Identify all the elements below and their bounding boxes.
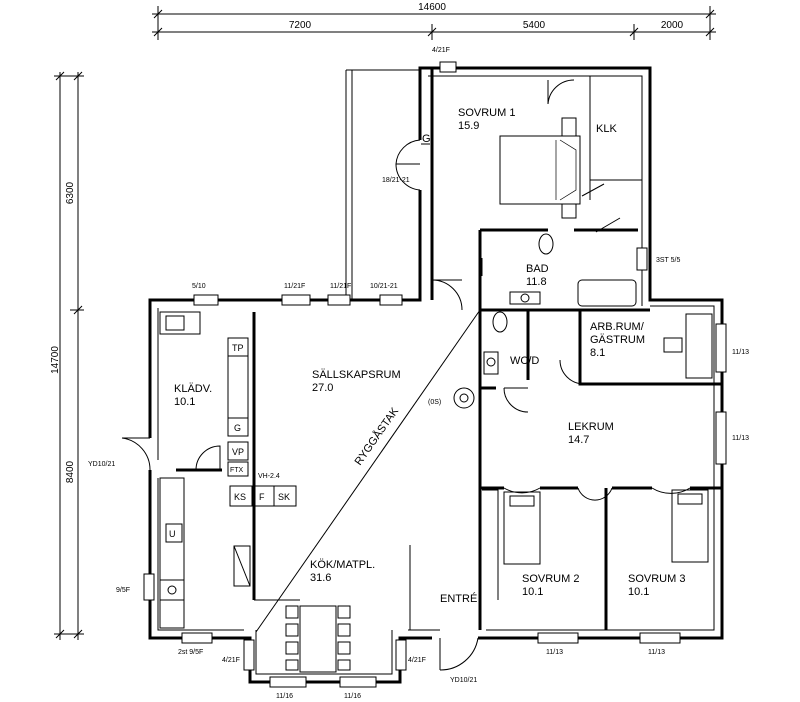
bed-icon-3 [671,489,709,563]
fixtures [159,117,713,673]
room-entre-name: ENTRÉ [440,592,477,605]
label-11-21f-b: 11/21F [330,283,351,290]
eq-u: U [169,529,176,539]
room-wc-name: WC/D [510,355,539,367]
label-2st: 2st 9/5F [178,649,203,656]
eq-ftx: FTX [230,467,244,474]
label-11-16-b: 11/16 [344,693,361,700]
room-sovrum1-name: SOVRUM 1 [458,107,515,119]
equipment [165,337,297,543]
room-sovrum2-name: SOVRUM 2 [522,573,579,585]
bed-icon [499,135,581,205]
eq-ks: KS [234,492,246,502]
toilet-icon [538,233,554,255]
room-kladv-area: 10.1 [174,396,195,408]
room-klk-name: KLK [596,123,617,135]
label-yd-bottom: YD10/21 [450,677,477,684]
eq-g: G [234,423,241,433]
label-5-10: 5/10 [192,283,206,290]
label-11-21f-a: 11/21F [284,283,305,290]
label-10-21: 10/21-21 [370,283,398,290]
label-3st: 3ST 5/5 [656,257,680,264]
label-11-13-a: 11/13 [732,349,749,356]
dim-lower-height: 8400 [65,460,76,483]
dim-total-width: 14600 [418,2,446,13]
room-sallskap-area: 27.0 [312,382,333,394]
room-arb-area: 8.1 [590,347,605,359]
sink-icon [509,291,541,305]
label-vh: VH-2.4 [258,473,280,480]
eq-sk: SK [278,492,290,502]
dining-table-icon [299,605,337,673]
ridge-beam-line [255,309,481,633]
room-sovrum2-area: 10.1 [522,586,543,598]
label-11-16-a: 11/16 [276,693,293,700]
label-11-13-d: 11/13 [648,649,665,656]
dim-seg-a: 7200 [289,20,312,31]
dim-upper-height: 6300 [65,181,76,204]
bathtub-icon [577,279,637,307]
room-bad-area: 11.8 [526,276,547,288]
room-lekrum-area: 14.7 [568,434,589,446]
label-yd-left: YD10/21 [88,461,115,468]
desk-icon [685,313,713,379]
room-kok-name: KÖK/MATPL. [310,559,375,571]
room-sallskap-name: SÄLLSKAPSRUM [312,369,401,381]
room-kladv-name: KLÄDV. [174,383,212,395]
label-g-closet: G [422,133,431,145]
stove-icon [453,387,475,409]
dim-seg-c: 2000 [661,20,684,31]
label-4-21f-br: 4/21F [408,657,426,664]
interior-walls [176,68,722,630]
bed-icon-2 [503,491,541,565]
top-dimensions [152,6,716,40]
label-os: (0S) [428,399,441,406]
eq-vp: VP [232,447,244,457]
label-9-5f: 9/5F [116,587,130,594]
dim-seg-b: 5400 [523,20,546,31]
windows [143,61,727,688]
label-4-21f-top: 4/21F [432,47,450,54]
dim-total-height: 14700 [50,346,61,374]
room-kok-area: 31.6 [310,572,331,584]
label-4-21f-bl: 4/21F [222,657,240,664]
label-11-13-c: 11/13 [546,649,563,656]
label-11-13-b: 11/13 [732,435,749,442]
eq-tp: TP [232,343,244,353]
eq-f: F [259,492,265,502]
room-sovrum3-name: SOVRUM 3 [628,573,685,585]
room-sovrum1-area: 15.9 [458,120,479,132]
room-lekrum-name: LEKRUM [568,421,614,433]
label-door-18-21: 18/21-21 [382,177,410,184]
room-arb-name2: GÄSTRUM [590,334,645,346]
kitchen-counter-icon [159,477,185,629]
left-dimensions [54,71,84,640]
doors [121,79,691,671]
room-arb-name1: ARB.RUM/ [590,321,645,333]
room-sovrum3-area: 10.1 [628,586,649,598]
room-bad-name: BAD [526,263,549,275]
